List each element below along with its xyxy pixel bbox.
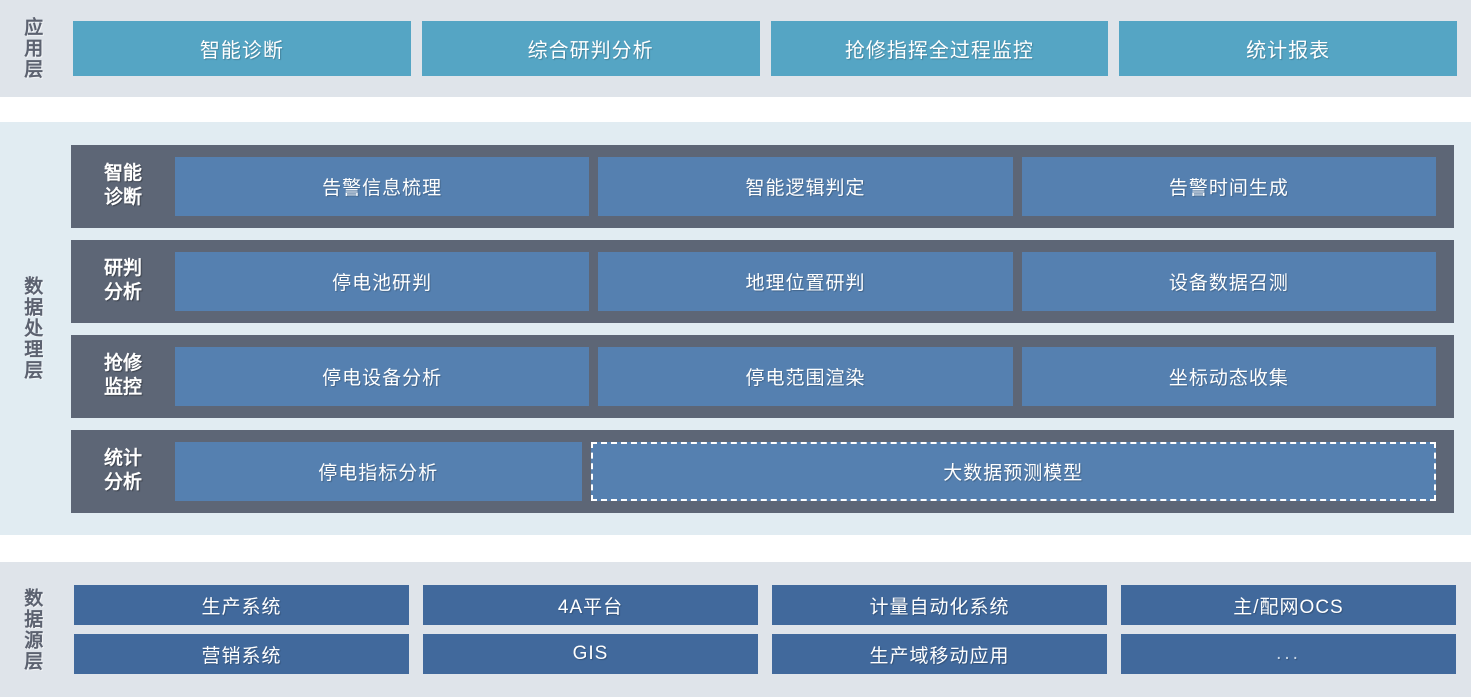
- row-label-line-2: 分析: [103, 472, 142, 493]
- app-tile-statistical-report[interactable]: 统计报表: [1119, 21, 1457, 76]
- processing-row-cells: 停电池研判 地理位置研判 设备数据召测: [175, 240, 1436, 323]
- data-processing-layer-label-text: 数据处理层: [21, 276, 43, 381]
- processing-cell-device-data-retrieval[interactable]: 设备数据召测: [1021, 251, 1436, 311]
- processing-cell-alarm-time-generation[interactable]: 告警时间生成: [1021, 156, 1436, 216]
- row-label-intelligent-diagnosis: 智能 诊断: [71, 162, 175, 210]
- processing-cell-alarm-info-sorting[interactable]: 告警信息梳理: [175, 156, 590, 216]
- row-label-line-1: 研判: [103, 258, 142, 280]
- app-tile-comprehensive-analysis[interactable]: 综合研判分析: [421, 21, 760, 76]
- processing-cell-outage-range-rendering[interactable]: 停电范围渲染: [598, 346, 1013, 406]
- data-source-tiles: 生产系统 4A平台 计量自动化系统 主/配网OCS 营销系统 GIS 生产域移动…: [62, 562, 1471, 697]
- processing-cell-outage-pool-judgment[interactable]: 停电池研判: [175, 251, 590, 311]
- app-tile-repair-command-monitoring[interactable]: 抢修指挥全过程监控: [770, 21, 1109, 76]
- processing-cell-outage-index-analysis[interactable]: 停电指标分析: [175, 441, 582, 501]
- processing-cell-geographic-location-judgment[interactable]: 地理位置研判: [598, 251, 1013, 311]
- data-source-layer-side-label: 数据源层: [0, 562, 62, 697]
- row-label-line-2: 分析: [103, 282, 142, 303]
- source-tile-metering-automation-system[interactable]: 计量自动化系统: [772, 585, 1107, 625]
- app-tile-intelligent-diagnosis[interactable]: 智能诊断: [73, 21, 411, 76]
- processing-cell-coordinate-dynamic-collection[interactable]: 坐标动态收集: [1021, 346, 1436, 406]
- application-layer-tiles: 智能诊断 综合研判分析 抢修指挥全过程监控 统计报表: [62, 0, 1471, 97]
- data-source-row-2: 营销系统 GIS 生产域移动应用 ...: [74, 634, 1456, 674]
- processing-row-statistical-analysis: 统计 分析 停电指标分析 大数据预测模型: [71, 429, 1454, 513]
- application-layer-label-text: 应用层: [21, 17, 43, 80]
- row-label-line-2: 监控: [103, 377, 142, 398]
- processing-row-cells: 停电设备分析 停电范围渲染 坐标动态收集: [175, 335, 1436, 418]
- row-label-line-1: 统计: [103, 448, 142, 470]
- row-label-line-2: 诊断: [103, 187, 142, 208]
- row-label-repair-monitoring: 抢修 监控: [71, 352, 175, 400]
- source-tile-production-mobile-app[interactable]: 生产域移动应用: [772, 634, 1107, 674]
- data-source-row-1: 生产系统 4A平台 计量自动化系统 主/配网OCS: [74, 585, 1456, 625]
- source-tile-4a-platform[interactable]: 4A平台: [423, 585, 758, 625]
- processing-row-judgment-analysis: 研判 分析 停电池研判 地理位置研判 设备数据召测: [71, 239, 1454, 323]
- source-tile-production-system[interactable]: 生产系统: [74, 585, 409, 625]
- application-layer-band: 应用层 智能诊断 综合研判分析 抢修指挥全过程监控 统计报表: [0, 0, 1471, 97]
- data-processing-rows: 智能 诊断 告警信息梳理 智能逻辑判定 告警时间生成 研判 分析 停电池研判 地…: [62, 122, 1471, 535]
- row-label-line-1: 抢修: [103, 353, 142, 375]
- processing-row-cells: 停电指标分析 大数据预测模型: [175, 430, 1436, 513]
- row-label-judgment-analysis: 研判 分析: [71, 257, 175, 305]
- source-tile-gis[interactable]: GIS: [423, 634, 758, 674]
- source-tile-marketing-system[interactable]: 营销系统: [74, 634, 409, 674]
- source-tile-more[interactable]: ...: [1121, 634, 1456, 674]
- processing-cell-outage-device-analysis[interactable]: 停电设备分析: [175, 346, 590, 406]
- row-label-line-1: 智能: [103, 163, 142, 185]
- processing-row-repair-monitoring: 抢修 监控 停电设备分析 停电范围渲染 坐标动态收集: [71, 334, 1454, 418]
- data-source-layer-band: 数据源层 生产系统 4A平台 计量自动化系统 主/配网OCS 营销系统 GIS …: [0, 562, 1471, 697]
- processing-row-cells: 告警信息梳理 智能逻辑判定 告警时间生成: [175, 145, 1436, 228]
- row-label-statistical-analysis: 统计 分析: [71, 447, 175, 495]
- data-source-layer-label-text: 数据源层: [21, 587, 43, 672]
- processing-row-intelligent-diagnosis: 智能 诊断 告警信息梳理 智能逻辑判定 告警时间生成: [71, 144, 1454, 228]
- source-tile-main-distribution-ocs[interactable]: 主/配网OCS: [1121, 585, 1456, 625]
- data-processing-layer-band: 数据处理层 智能 诊断 告警信息梳理 智能逻辑判定 告警时间生成 研判 分析: [0, 122, 1471, 535]
- data-processing-layer-side-label: 数据处理层: [0, 122, 62, 535]
- application-layer-side-label: 应用层: [0, 0, 62, 97]
- processing-cell-intelligent-logic-judgment[interactable]: 智能逻辑判定: [598, 156, 1013, 216]
- processing-cell-big-data-prediction-model[interactable]: 大数据预测模型: [590, 441, 1436, 501]
